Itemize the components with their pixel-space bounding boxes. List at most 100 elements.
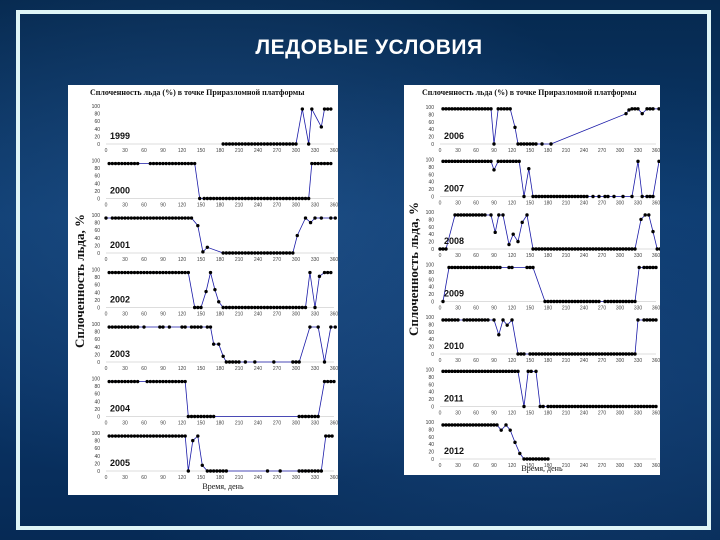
x-tick-label: 330	[311, 257, 320, 263]
data-point	[486, 159, 490, 164]
x-tick-label: 240	[580, 306, 589, 312]
data-point	[158, 270, 162, 275]
data-point	[265, 142, 270, 146]
data-point	[303, 469, 308, 473]
data-point	[234, 251, 238, 255]
data-point	[483, 159, 487, 164]
data-point	[107, 379, 111, 384]
data-point	[486, 318, 490, 322]
x-tick-label: 30	[455, 253, 461, 259]
x-tick-label: 360	[330, 421, 338, 427]
data-point	[606, 352, 610, 356]
data-point	[161, 216, 165, 220]
data-point	[510, 369, 514, 374]
x-tick-label: 150	[197, 421, 206, 427]
data-point	[453, 369, 457, 374]
data-point	[564, 194, 568, 199]
y-tick-label: 20	[428, 345, 434, 351]
x-tick-label: 150	[526, 306, 535, 312]
data-point	[465, 107, 469, 111]
data-point	[474, 213, 478, 217]
data-point	[240, 251, 244, 255]
data-point	[621, 299, 625, 304]
data-point	[600, 404, 604, 409]
data-point	[585, 247, 589, 251]
data-point	[221, 354, 225, 358]
data-point	[224, 251, 229, 255]
data-point	[441, 299, 445, 304]
data-point	[180, 270, 184, 275]
data-point	[310, 161, 314, 166]
data-point	[183, 216, 187, 220]
data-point	[627, 108, 631, 112]
data-point	[489, 423, 493, 427]
data-point	[450, 369, 454, 374]
data-point	[325, 379, 330, 384]
y-tick-label: 80	[94, 275, 100, 281]
x-tick-label: 270	[273, 475, 282, 481]
data-point	[196, 434, 200, 438]
data-point	[113, 379, 118, 384]
x-tick-label: 90	[160, 475, 166, 481]
data-point	[183, 434, 187, 438]
y-tick-label: 40	[94, 399, 100, 405]
data-point	[561, 352, 565, 356]
data-point	[459, 265, 463, 270]
y-tick-label: 100	[426, 420, 435, 426]
data-point	[120, 434, 124, 438]
x-tick-label: 360	[652, 201, 660, 207]
data-point	[237, 142, 241, 146]
data-point	[332, 379, 336, 384]
data-point	[453, 318, 457, 322]
data-point	[627, 404, 631, 409]
data-point	[202, 414, 206, 419]
data-point	[167, 434, 172, 438]
x-tick-label: 210	[235, 203, 244, 209]
data-point	[294, 196, 298, 201]
data-point	[329, 270, 333, 275]
data-point	[196, 325, 200, 329]
data-point	[151, 216, 156, 220]
data-point	[606, 404, 610, 409]
data-point	[651, 265, 655, 270]
x-tick-label: 120	[178, 312, 187, 318]
x-tick-label: 330	[311, 203, 320, 209]
data-point	[107, 270, 111, 275]
x-tick-label: 0	[105, 312, 108, 318]
data-point	[300, 107, 305, 111]
data-point	[453, 265, 457, 270]
data-point	[546, 247, 550, 251]
data-point	[558, 194, 562, 199]
data-point	[541, 404, 545, 409]
y-axis-label-left: Сплоченность льда, %	[72, 214, 87, 348]
data-point	[540, 352, 544, 356]
x-tick-label: 210	[235, 366, 244, 372]
data-point	[284, 196, 289, 201]
x-tick-label: 180	[544, 411, 553, 417]
x-tick-label: 180	[216, 366, 225, 372]
data-point	[192, 305, 197, 310]
series-line	[109, 163, 331, 199]
y-tick-label: 20	[94, 407, 100, 413]
data-point	[211, 469, 216, 473]
data-point	[113, 325, 118, 329]
data-point	[549, 247, 553, 251]
data-point	[177, 161, 181, 166]
y-tick-label: 60	[428, 277, 434, 283]
data-point	[120, 379, 124, 384]
data-point	[246, 305, 251, 310]
y-tick-label: 60	[428, 330, 434, 336]
data-point	[526, 369, 530, 374]
data-point	[300, 196, 305, 201]
data-point	[126, 325, 130, 329]
y-tick-label: 0	[431, 247, 434, 253]
y-tick-label: 100	[92, 159, 101, 165]
data-point	[558, 352, 562, 356]
data-point	[278, 196, 282, 201]
data-point	[570, 194, 574, 199]
x-tick-label: 30	[122, 148, 128, 154]
x-tick-label: 270	[598, 411, 607, 417]
data-point	[573, 194, 577, 199]
